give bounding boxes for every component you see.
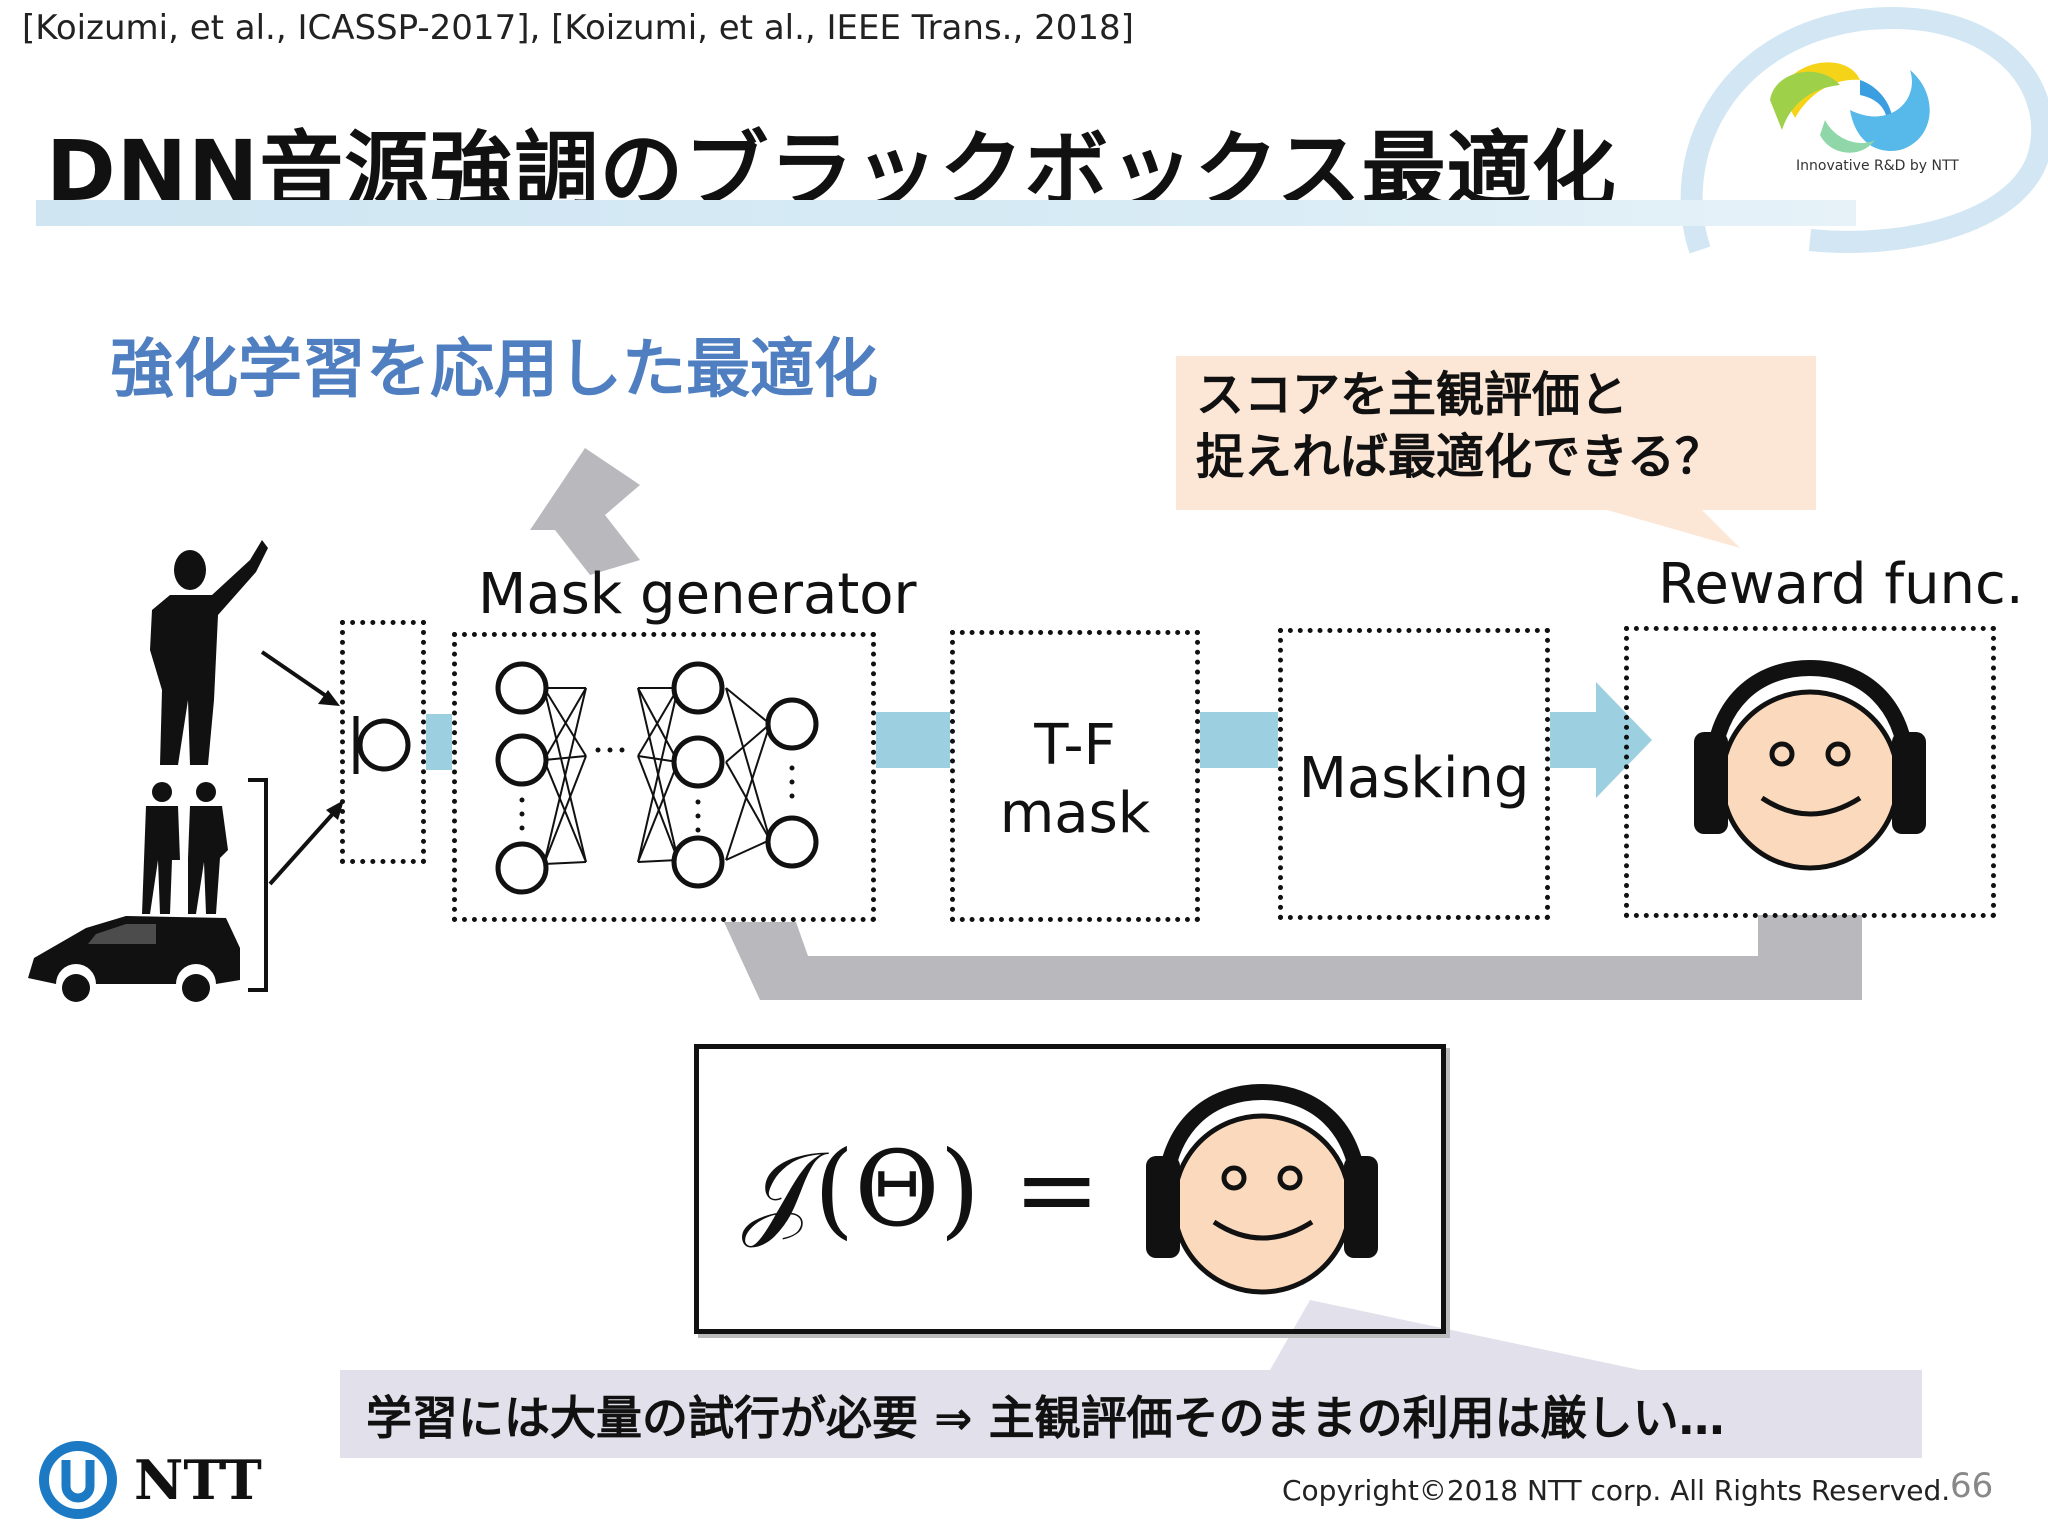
flow-arrow-4 (1550, 682, 1652, 798)
feedback-loop-arrow (724, 915, 1862, 1000)
ntt-logo-icon (39, 1441, 117, 1519)
tf-mask-label: T-F mask (950, 712, 1200, 848)
reward-function-label: Reward func. (1658, 552, 2024, 617)
bottom-callout-text: 学習には大量の試行が必要 ⇒ 主観評価そのままの利用は厳しい… (366, 1391, 1725, 1445)
callout-top-background (1176, 356, 1816, 510)
neural-network-icon (495, 661, 819, 895)
formula-box (694, 1044, 1446, 1334)
up-arrow-icon (530, 448, 640, 575)
title-underline-band (36, 200, 1856, 226)
smiley-headphones-icon (1146, 1083, 1378, 1295)
flow-arrow-3 (1200, 712, 1278, 768)
mask-generator-label: Mask generator (478, 562, 917, 627)
innovative-logo-icon (1680, 7, 2048, 254)
callout-top-line2: 捉えれば最適化できる？ (1196, 429, 1724, 485)
objective-formula: 𝒥(Θ) = (742, 1128, 1101, 1250)
tf-mask-box (950, 630, 1200, 922)
two-people-silhouette-icon (142, 782, 228, 914)
logo-tagline: Innovative R&D by NTT (1796, 158, 1959, 174)
tf-mask-line1: T-F (1034, 713, 1116, 778)
citation-text: [Koizumi, et al., ICASSP-2017], [Koizumi… (22, 8, 1134, 48)
flow-arrow-2 (876, 712, 950, 768)
callout-top-line1: スコアを主観評価と (1196, 367, 1629, 423)
microphone-box (340, 620, 426, 864)
speaker-silhouette-icon (150, 540, 268, 765)
flow-arrow-1 (426, 714, 452, 770)
callout-top-text: スコアを主観評価と 捉えれば最適化できる？ (1196, 364, 1723, 488)
copyright-text: Copyright©2018 NTT corp. All Rights Rese… (1282, 1474, 1951, 1507)
reward-function-box (1624, 626, 1996, 918)
mask-generator-box (452, 632, 876, 922)
smiley-headphones-icon (1694, 659, 1926, 871)
page-number: 66 (1950, 1466, 1994, 1506)
masking-label: Masking (1298, 746, 1530, 811)
car-silhouette-icon (28, 916, 240, 1002)
section-subtitle: 強化学習を応用した最適化 (110, 333, 878, 407)
tf-mask-line2: mask (999, 781, 1151, 846)
bottom-callout-background (340, 1370, 1922, 1458)
masking-box (1278, 628, 1550, 920)
ntt-brand-text: NTT (134, 1448, 262, 1512)
microphone-icon (353, 716, 411, 774)
